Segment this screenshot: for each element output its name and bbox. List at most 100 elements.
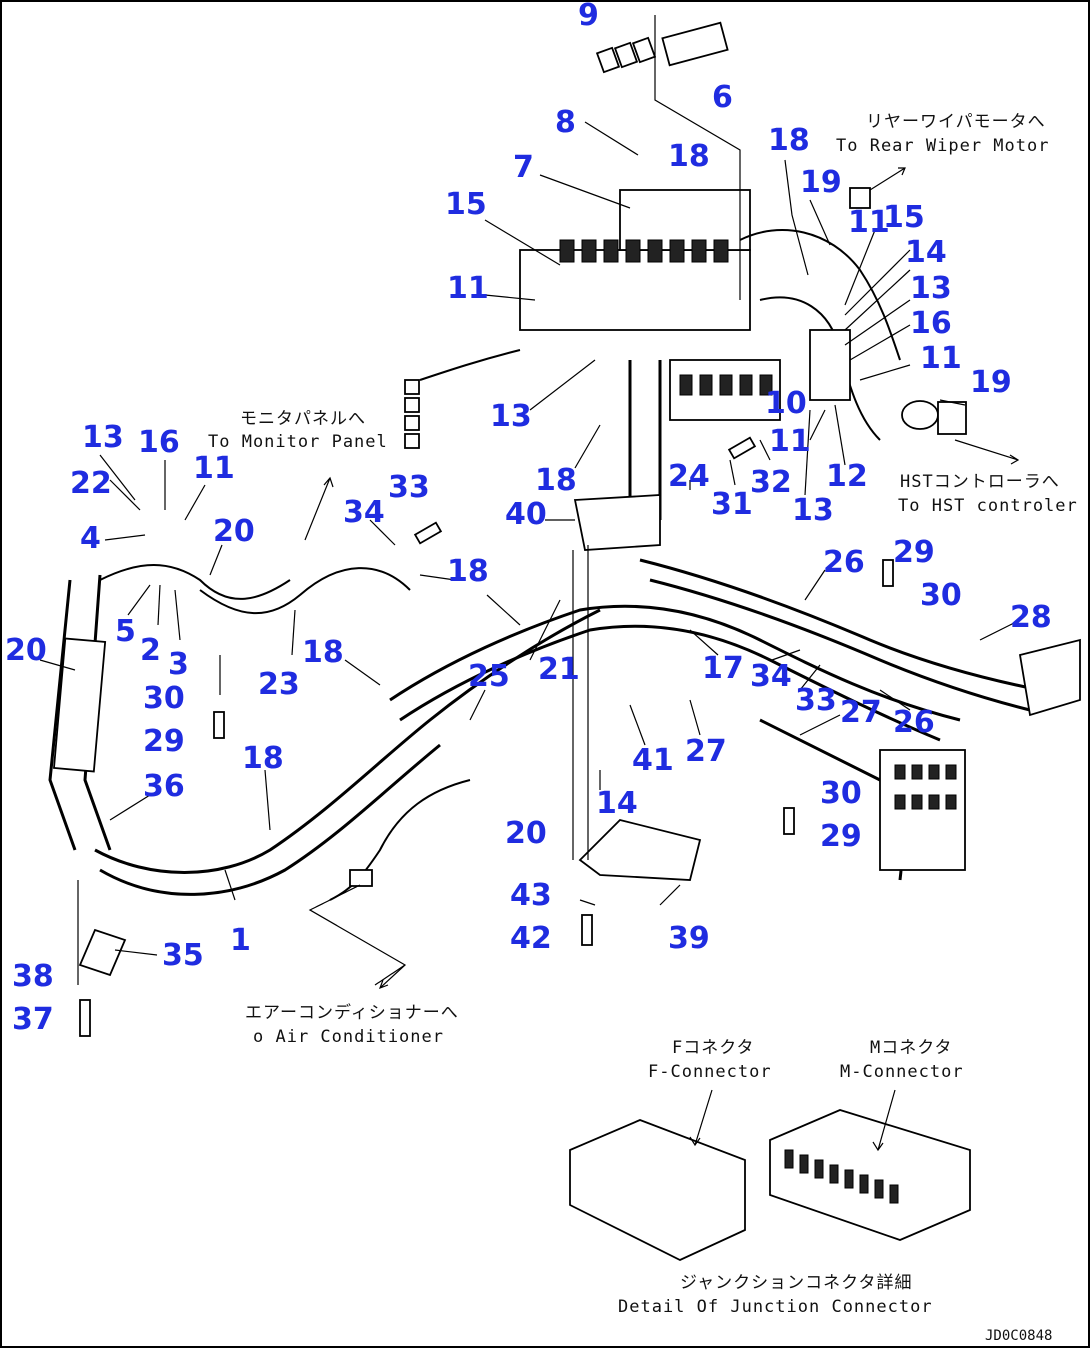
callout-19-top: 19 <box>800 165 842 200</box>
callout-11-top-right: 11 <box>848 205 890 240</box>
callout-9: 9 <box>578 0 599 33</box>
center-trunk <box>628 360 662 520</box>
m-connector-pins <box>784 1149 899 1204</box>
callout-3: 3 <box>168 647 189 682</box>
right-harness-26 <box>639 558 1041 692</box>
center-vertical-leader <box>572 545 589 860</box>
callout-21: 21 <box>538 652 580 687</box>
left-upper-harness <box>99 564 291 600</box>
bolts <box>79 436 894 1037</box>
harness-line-art <box>48 15 1081 1261</box>
connector-6-lead <box>654 15 741 300</box>
callout-13-lower: 13 <box>792 493 834 528</box>
arrow-hst <box>954 439 1020 465</box>
f-connector-detail <box>569 1119 746 1261</box>
callout-13-left: 13 <box>82 420 124 455</box>
callout-leaders <box>39 121 1021 985</box>
callout-14-top: 14 <box>905 235 947 270</box>
callout-6: 6 <box>712 80 733 115</box>
monitor-branch <box>199 567 411 615</box>
callout-1: 1 <box>230 923 251 958</box>
left-connector-strip <box>404 379 420 449</box>
hst-connector <box>901 400 939 430</box>
callout-39: 39 <box>668 921 710 956</box>
main-harness-1-lower <box>99 743 441 896</box>
monitor-label-en: To Monitor Panel <box>208 432 388 452</box>
rear-wiper-connector <box>849 187 871 209</box>
controller-bracket-39 <box>578 819 702 881</box>
callout-18-center: 18 <box>535 463 577 498</box>
callout-26-upper: 26 <box>823 545 865 580</box>
callout-15-left: 15 <box>445 187 487 222</box>
f-connector-label-jp: Fコネクタ <box>672 1038 755 1058</box>
right-loop-upper <box>739 229 901 361</box>
center-harness <box>389 604 961 722</box>
bracket-40 <box>573 494 661 551</box>
callout-16-right: 16 <box>910 306 952 341</box>
detail-label-en: Detail Of Junction Connector <box>618 1297 933 1317</box>
callout-11-upper-left: 11 <box>193 451 235 486</box>
hst-plug <box>937 401 967 435</box>
callout-30-left: 30 <box>143 681 185 716</box>
hst-label-en: To HST controler <box>898 496 1078 516</box>
callout-33-lower: 33 <box>795 683 837 718</box>
callout-28: 28 <box>1010 600 1052 635</box>
callout-29-lower: 29 <box>820 819 862 854</box>
aircon-connector <box>349 869 373 887</box>
callout-13-right: 13 <box>910 271 952 306</box>
callout-7: 7 <box>513 150 534 185</box>
callout-12: 12 <box>826 459 868 494</box>
callout-13-center: 13 <box>490 399 532 434</box>
callout-22: 22 <box>70 466 112 501</box>
connector-set-9 <box>595 36 657 74</box>
callout-17: 17 <box>702 651 744 686</box>
m-connector-label-en: M-Connector <box>840 1062 964 1082</box>
callout-2: 2 <box>140 633 161 668</box>
callout-16-left: 16 <box>138 425 180 460</box>
callout-15-right: 15 <box>883 200 925 235</box>
callout-18-lower-left: 18 <box>242 741 284 776</box>
m-connector-label-jp: Mコネクタ <box>870 1038 953 1058</box>
callout-27-center: 27 <box>685 734 727 769</box>
callout-11-center: 11 <box>769 424 811 459</box>
hst-label-jp: HSTコントローラへ <box>900 472 1060 492</box>
relay-array <box>559 239 729 263</box>
callout-25: 25 <box>468 659 510 694</box>
callout-8: 8 <box>555 105 576 140</box>
callout-29-right: 29 <box>893 535 935 570</box>
callout-4: 4 <box>80 521 101 556</box>
aircon-leader <box>308 884 407 986</box>
right-end-bracket <box>1018 638 1081 717</box>
callout-11-left: 11 <box>447 271 489 306</box>
annotations: リヤーワイパモータへ To Rear Wiper Motor モニタパネルへ T… <box>208 112 1078 1344</box>
callout-18-top: 18 <box>668 139 710 174</box>
callout-43: 43 <box>510 878 552 913</box>
callout-18-right: 18 <box>768 123 810 158</box>
arrow-m-connector <box>872 1089 896 1152</box>
callout-26-lower: 26 <box>893 705 935 740</box>
rear-wiper-label-jp: リヤーワイパモータへ <box>866 112 1046 132</box>
callout-31: 31 <box>711 487 753 522</box>
callout-35: 35 <box>162 938 204 973</box>
callout-5: 5 <box>115 614 136 649</box>
callout-27-right: 27 <box>840 695 882 730</box>
callout-41: 41 <box>632 743 674 778</box>
callout-24: 24 <box>668 459 710 494</box>
callout-33-upper: 33 <box>388 470 430 505</box>
left-connector-lead <box>419 349 521 381</box>
callout-38: 38 <box>12 959 54 994</box>
callout-40: 40 <box>505 497 547 532</box>
lower-relay-array <box>679 374 773 396</box>
monitor-label-jp: モニタパネルへ <box>240 409 366 429</box>
callout-30-lower: 30 <box>820 776 862 811</box>
bracket-35 <box>78 928 127 977</box>
center-harness-lower <box>399 624 941 742</box>
arrow-aircon <box>378 964 406 990</box>
junction-connector-block <box>809 329 851 401</box>
callout-37: 37 <box>12 1002 54 1037</box>
arrow-rear-wiper <box>869 167 906 191</box>
callout-20-lower: 20 <box>505 816 547 851</box>
document-code: JD0C0848 <box>985 1328 1052 1344</box>
callout-34-upper: 34 <box>343 495 385 530</box>
